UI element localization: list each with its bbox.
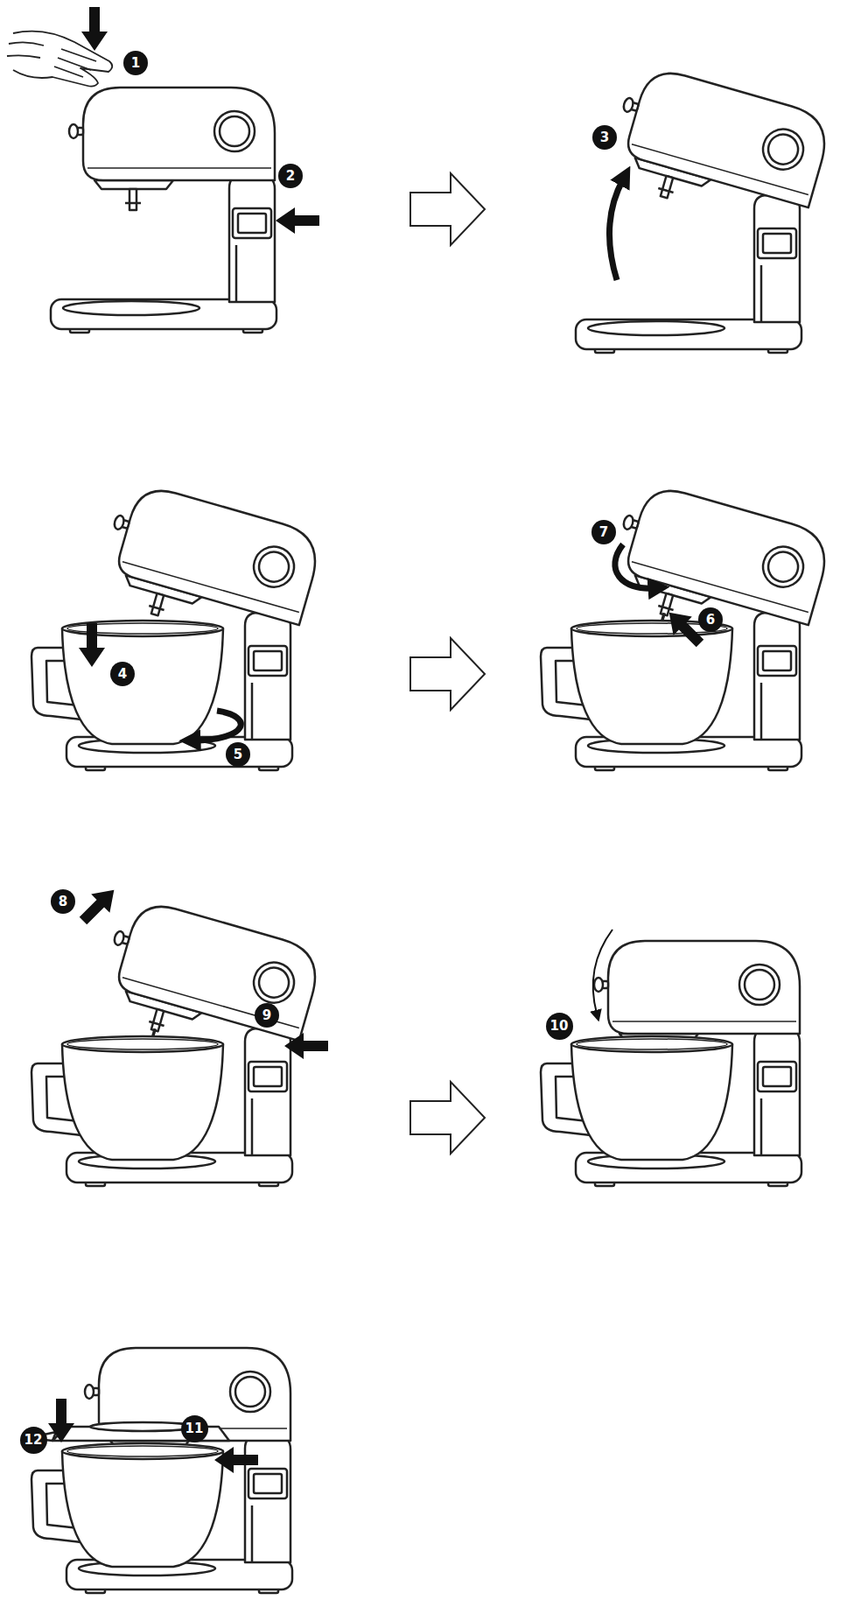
insert-arrow bbox=[78, 623, 105, 667]
callout-number: 3 bbox=[592, 125, 617, 150]
push-arrow bbox=[214, 1446, 259, 1473]
turn-arrow bbox=[194, 710, 241, 741]
callout-number: 12 bbox=[20, 1426, 48, 1454]
step-arrow bbox=[410, 1081, 485, 1154]
step-arrow bbox=[410, 637, 485, 710]
callout-number: 1 bbox=[123, 50, 148, 76]
step-arrow bbox=[410, 173, 485, 245]
push-arrow bbox=[284, 1032, 329, 1059]
callout-number: 9 bbox=[254, 1002, 280, 1028]
mixer-lowered bbox=[540, 940, 802, 1186]
callout-number: 10 bbox=[546, 1012, 574, 1040]
mixer-with-guard bbox=[28, 1347, 293, 1593]
callout-number: 7 bbox=[591, 519, 616, 545]
mixer-tilted bbox=[575, 61, 834, 353]
lift-arrow bbox=[609, 179, 623, 280]
mixer-with-bowl bbox=[31, 478, 325, 770]
callout-number: 6 bbox=[698, 607, 723, 632]
callout-number: 4 bbox=[110, 661, 135, 686]
lower-arrow bbox=[593, 929, 613, 1014]
mixer-upright bbox=[50, 87, 277, 333]
push-arrow bbox=[275, 207, 320, 234]
insert-arrow bbox=[48, 1398, 75, 1442]
callout-number: 5 bbox=[225, 742, 251, 767]
turn-arrow bbox=[615, 544, 655, 588]
callout-number: 11 bbox=[181, 1414, 209, 1442]
hold-arrow bbox=[73, 880, 124, 931]
press-arrow bbox=[81, 7, 108, 51]
callout-number: 2 bbox=[278, 163, 303, 189]
mixer-with-hook bbox=[31, 894, 325, 1186]
mixer-with-hook bbox=[540, 478, 834, 770]
callout-number: 8 bbox=[50, 889, 76, 914]
